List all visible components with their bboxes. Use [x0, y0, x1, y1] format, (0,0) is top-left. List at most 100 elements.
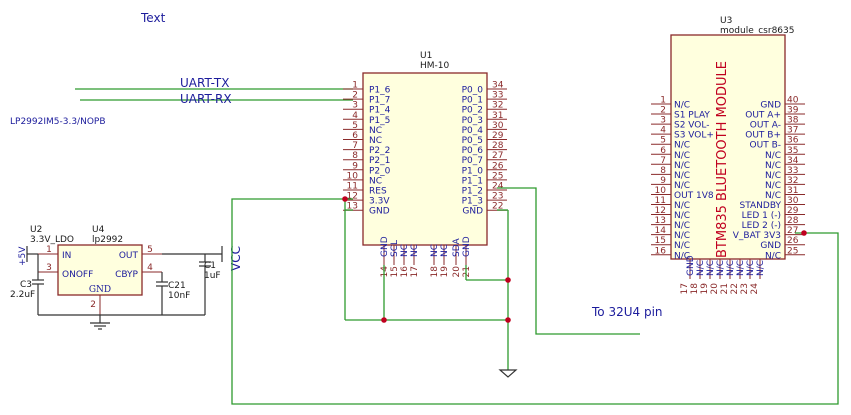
pin-name: S2 VOL- — [674, 121, 710, 131]
junction-dot — [505, 317, 511, 323]
pin-number: 15 — [390, 266, 400, 277]
pin-number: 14 — [655, 226, 667, 236]
pin-name: P0_1 — [462, 96, 483, 106]
pin-number: 34 — [492, 81, 504, 91]
pin-name: V_BAT 3V3 — [733, 231, 781, 241]
c21-ref: C21 — [168, 281, 186, 291]
u2-ref: U2 — [30, 225, 42, 235]
pin-number: 25 — [492, 171, 503, 181]
pin-number: 35 — [787, 146, 798, 156]
u2-value: 3.3V_LDO — [30, 235, 74, 245]
pin-number: 11 — [655, 196, 666, 206]
pin-name: NC — [369, 136, 382, 146]
junction-dot — [342, 196, 348, 202]
pin-number: 11 — [347, 182, 358, 192]
pin-name: P1_6 — [369, 86, 391, 96]
pin-name: GND — [462, 207, 483, 217]
pin-number: 12 — [347, 192, 358, 202]
u1-ref: U1 — [420, 51, 432, 61]
pin-name: SCL — [390, 240, 400, 257]
u3-module-body — [670, 34, 786, 260]
junction-dot — [801, 230, 807, 236]
pin-name: N/C — [716, 260, 726, 276]
pin-name: OUT 1V8 — [674, 191, 714, 201]
u2-pin1-name: IN — [62, 251, 71, 261]
pin-number: 23 — [492, 192, 503, 202]
pin-number: 16 — [400, 266, 410, 278]
pin-name: 3.3V — [369, 197, 390, 207]
u4-value: lp2992 — [92, 235, 123, 245]
pin-name: LED 2 (-) — [742, 221, 781, 231]
pin-number: 7 — [352, 141, 358, 151]
pin-number: 29 — [492, 131, 504, 141]
pin-name: GND — [369, 207, 390, 217]
pin-number: 32 — [787, 176, 798, 186]
pin-number: 13 — [655, 216, 666, 226]
pin-number: 13 — [347, 202, 358, 212]
pin-name: GND — [380, 236, 390, 257]
c3-value: 2.2uF — [10, 290, 35, 300]
pin-number: 8 — [660, 166, 666, 176]
pin-number: 29 — [787, 206, 799, 216]
pin-number: 8 — [352, 151, 358, 161]
c1-ref: C1 — [204, 261, 216, 271]
pin-name: P0_4 — [462, 126, 484, 136]
u2-pin3-num: 3 — [46, 263, 52, 273]
pin-name: N/C — [674, 141, 690, 151]
vbat-3v3-wire — [231, 198, 839, 405]
pin-number: 1 — [352, 81, 358, 91]
pin-number: 12 — [655, 206, 666, 216]
pin-number: 14 — [380, 266, 390, 278]
pin-number: 1 — [660, 96, 666, 106]
pin-number: 33 — [787, 166, 798, 176]
pin-name: NC — [369, 126, 382, 136]
pin-name: P1_1 — [462, 176, 483, 186]
pin-name: GND — [462, 236, 472, 257]
pin-name: N/C — [696, 260, 706, 276]
pin-name: P0_2 — [462, 106, 483, 116]
pin-name: P1_2 — [462, 187, 483, 197]
pin-number: 28 — [787, 216, 799, 226]
pin-number: 10 — [655, 186, 667, 196]
pin-name: P1_0 — [462, 166, 484, 176]
u2-pin2-num: 2 — [90, 300, 96, 310]
pin-number: 16 — [655, 246, 667, 256]
u4-ref: U4 — [92, 225, 105, 235]
pin-name: P2_2 — [369, 146, 390, 156]
pin-name: N/C — [736, 260, 746, 276]
pin-name: N/C — [674, 211, 690, 221]
pin-name: STANDBY — [739, 201, 781, 211]
pin-name: N/C — [674, 181, 690, 191]
pin-name: N/C — [746, 260, 756, 276]
pin-number: 6 — [352, 131, 358, 141]
pin-name: P0_0 — [462, 86, 484, 96]
pin-number: 32 — [492, 101, 503, 111]
pin-number: 5 — [660, 136, 666, 146]
pin-number: 19 — [440, 266, 450, 278]
pin-number: 30 — [787, 196, 799, 206]
pin-name: P2_1 — [369, 156, 390, 166]
pin-name: P0_7 — [462, 156, 483, 166]
pin-name: OUT A+ — [745, 111, 781, 121]
pin-name: P1_3 — [462, 197, 483, 207]
pin-name: N/C — [674, 251, 690, 261]
pin-number: 2 — [352, 91, 358, 101]
pin-number: 9 — [660, 176, 666, 186]
junction-dot — [381, 317, 387, 323]
pin-number: 7 — [660, 156, 666, 166]
pin-name: NC — [440, 244, 450, 257]
pin-number: 24 — [492, 182, 504, 192]
to-32u4-label: To 32U4 pin — [591, 305, 663, 319]
pin-number: 26 — [787, 236, 799, 246]
pin-number: 18 — [690, 283, 700, 295]
pin-name: P0_6 — [462, 146, 484, 156]
pin-name: N/C — [726, 260, 736, 276]
pin-name: OUT B+ — [745, 131, 781, 141]
pin-number: 36 — [787, 136, 799, 146]
pin-number: 25 — [787, 246, 798, 256]
pin-name: LED 1 (-) — [742, 211, 781, 221]
pin-name: N/C — [674, 221, 690, 231]
